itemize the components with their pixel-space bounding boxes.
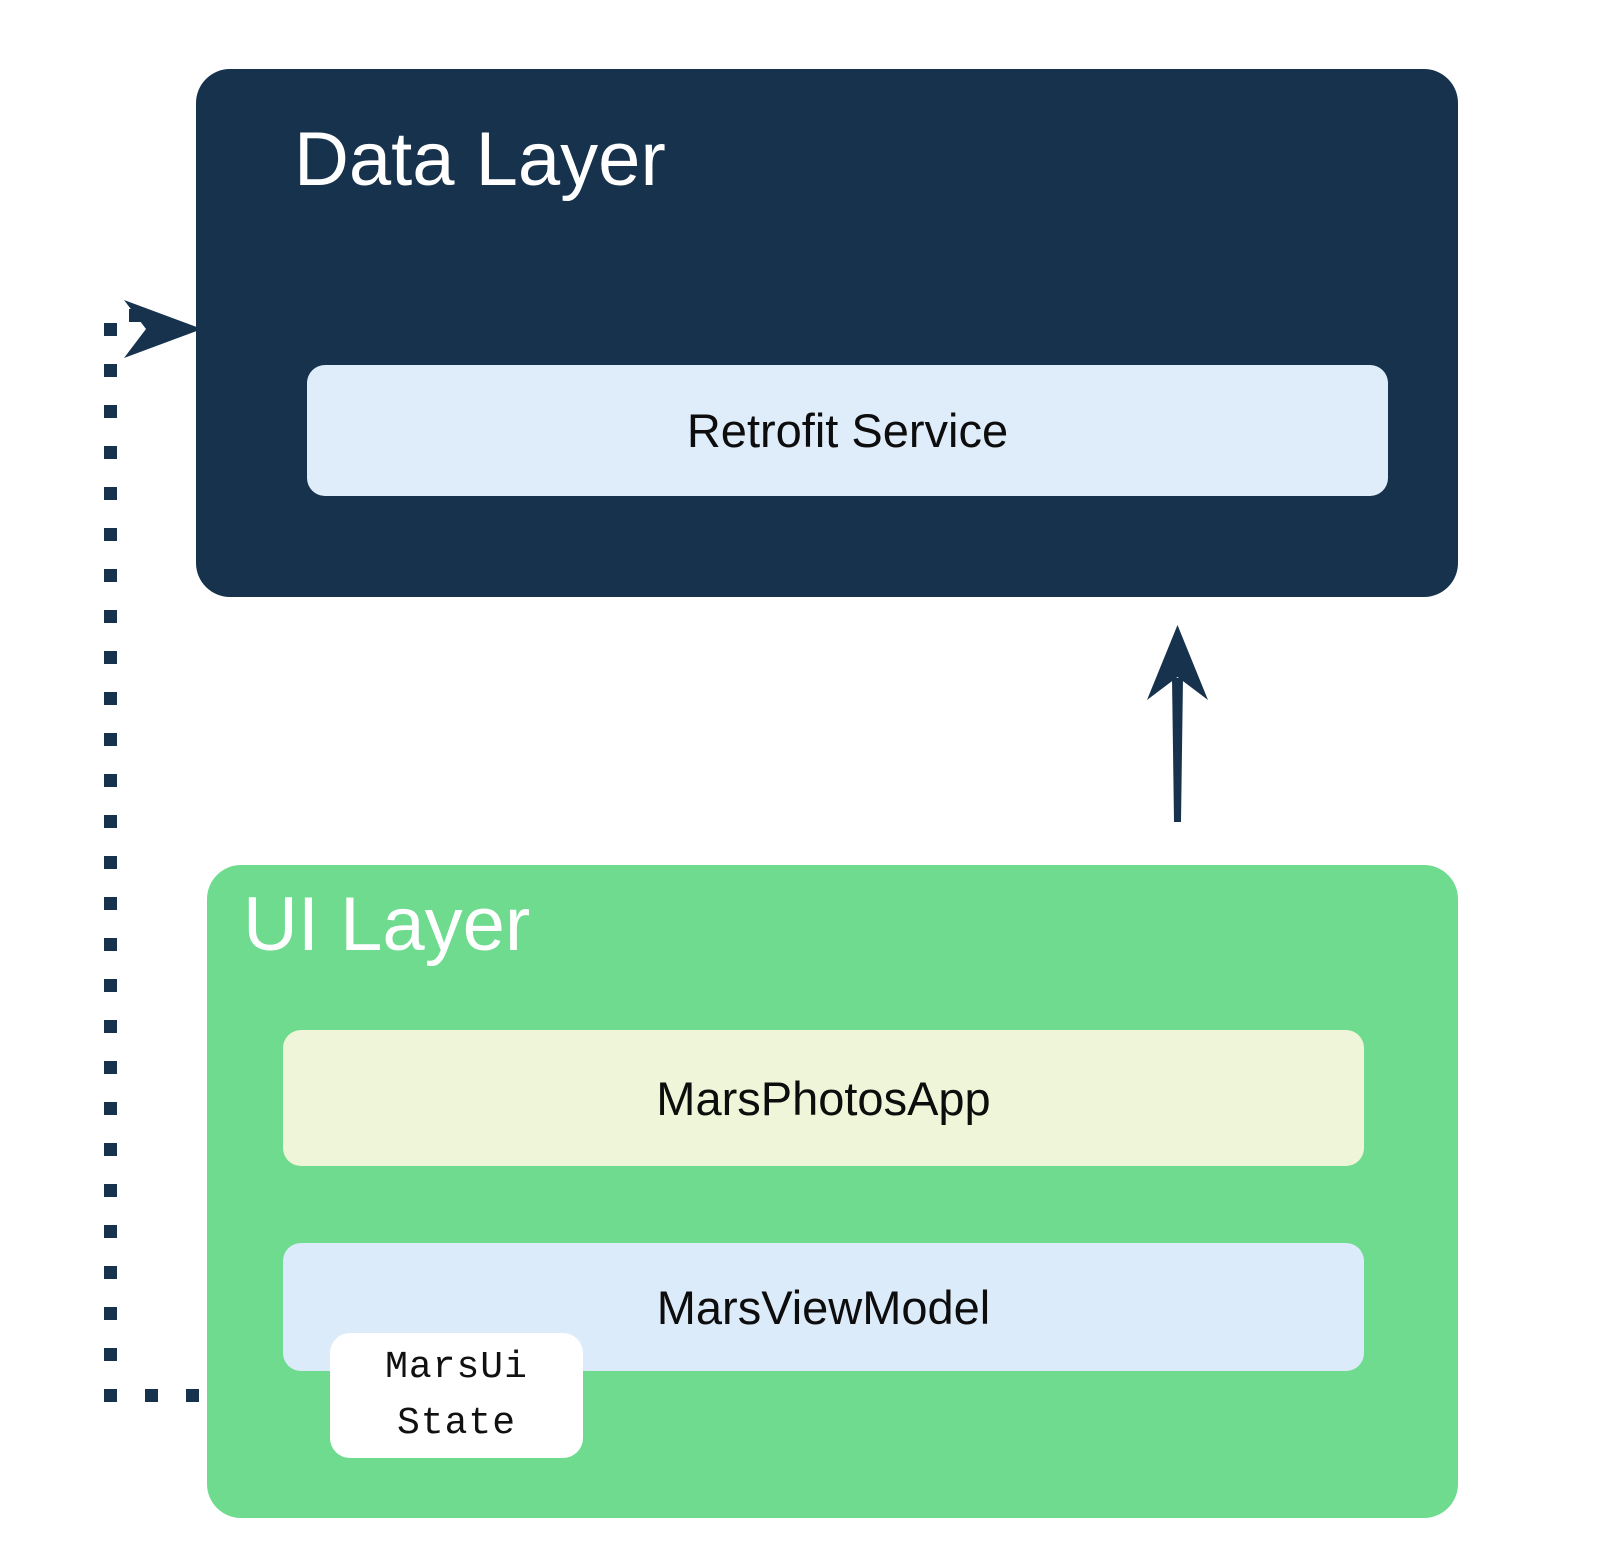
component-retrofit-service-label: Retrofit Service <box>686 404 1009 457</box>
solid-arrow-shaft <box>1172 678 1183 822</box>
component-mars-photos-app[interactable]: MarsPhotosApp <box>283 1030 1364 1166</box>
mars-ui-state-line-2: State <box>396 1401 517 1445</box>
mars-ui-state-pill[interactable]: MarsUi State <box>330 1333 583 1458</box>
component-mars-photos-app-label: MarsPhotosApp <box>656 1071 991 1125</box>
solid-arrow-head <box>1147 625 1208 700</box>
data-layer-title: Data Layer <box>294 117 666 202</box>
dotted-connector-mars-ui-state-to-data-layer <box>84 296 374 1436</box>
dotted-arrow-head <box>124 300 202 358</box>
component-retrofit-service[interactable]: Retrofit Service <box>307 365 1388 496</box>
data-layer-panel: Data Layer Retrofit Service <box>196 69 1458 597</box>
mars-ui-state-line-1: MarsUi <box>385 1346 528 1390</box>
dotted-line-squares <box>104 309 363 1402</box>
ui-layer-title: UI Layer <box>243 882 531 967</box>
component-mars-view-model-label: MarsViewModel <box>656 1280 991 1334</box>
solid-connector-ui-layer-to-data-layer <box>1128 622 1228 822</box>
